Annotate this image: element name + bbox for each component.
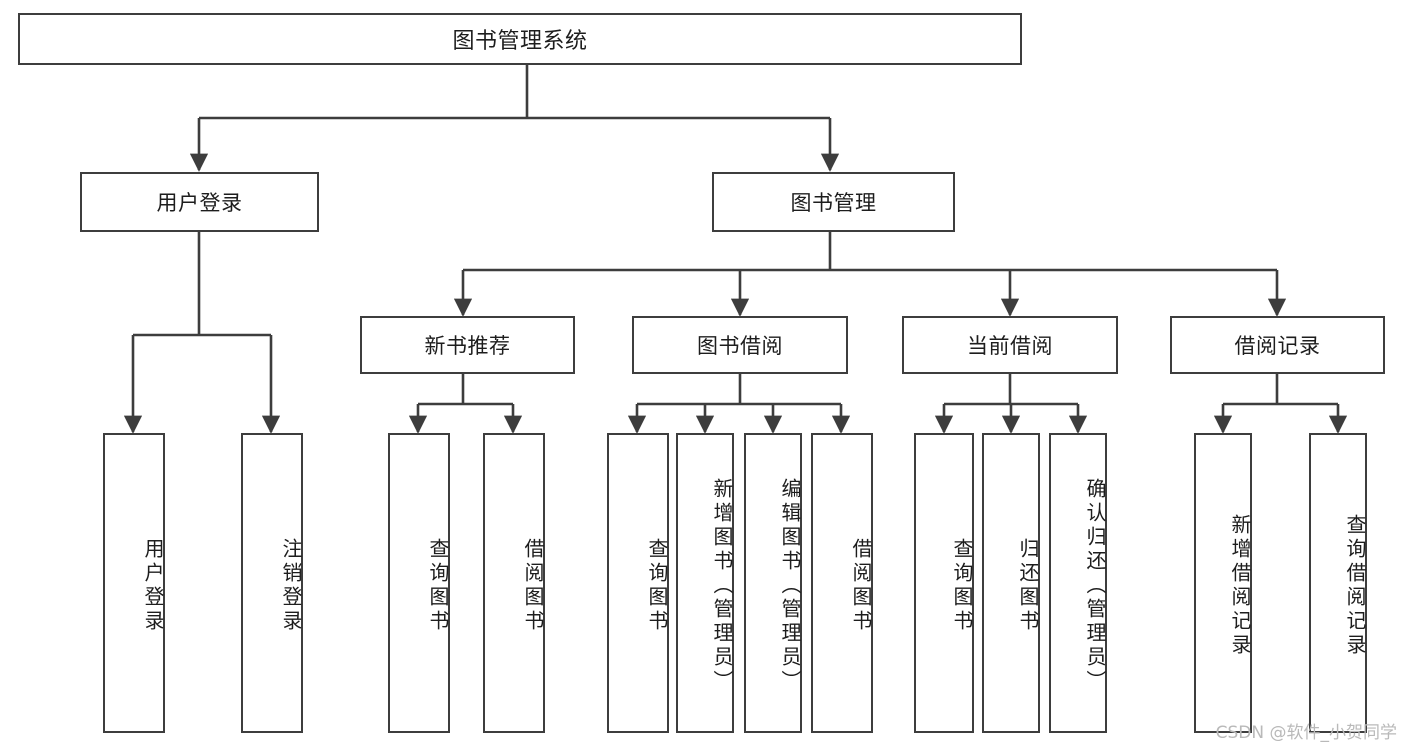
leaf-return-book[interactable]: 归还图书 bbox=[982, 433, 1040, 733]
node-book-borrow[interactable]: 图书借阅 bbox=[632, 316, 848, 374]
leaf-confirm-return-admin[interactable]: 确认归还（管理员） bbox=[1049, 433, 1107, 733]
leaf-query-book-borrow[interactable]: 查询图书 bbox=[607, 433, 669, 733]
leaf-logout-login[interactable]: 注销登录 bbox=[241, 433, 303, 733]
leaf-query-book-current[interactable]: 查询图书 bbox=[914, 433, 974, 733]
node-current-borrow[interactable]: 当前借阅 bbox=[902, 316, 1118, 374]
leaf-add-book-admin[interactable]: 新增图书（管理员） bbox=[676, 433, 734, 733]
leaf-borrow-book-recommend[interactable]: 借阅图书 bbox=[483, 433, 545, 733]
leaf-query-borrow-record[interactable]: 查询借阅记录 bbox=[1309, 433, 1367, 733]
node-root-book-management-system[interactable]: 图书管理系统 bbox=[18, 13, 1022, 65]
leaf-query-book-recommend[interactable]: 查询图书 bbox=[388, 433, 450, 733]
watermark-text: CSDN @软件_小贺同学 bbox=[1215, 723, 1397, 743]
leaf-add-borrow-record[interactable]: 新增借阅记录 bbox=[1194, 433, 1252, 733]
node-user-login[interactable]: 用户登录 bbox=[80, 172, 319, 232]
leaf-user-login[interactable]: 用户登录 bbox=[103, 433, 165, 733]
node-book-management[interactable]: 图书管理 bbox=[712, 172, 955, 232]
node-new-book-recommend[interactable]: 新书推荐 bbox=[360, 316, 575, 374]
leaf-borrow-book[interactable]: 借阅图书 bbox=[811, 433, 873, 733]
leaf-edit-book-admin[interactable]: 编辑图书（管理员） bbox=[744, 433, 802, 733]
node-borrow-record[interactable]: 借阅记录 bbox=[1170, 316, 1385, 374]
